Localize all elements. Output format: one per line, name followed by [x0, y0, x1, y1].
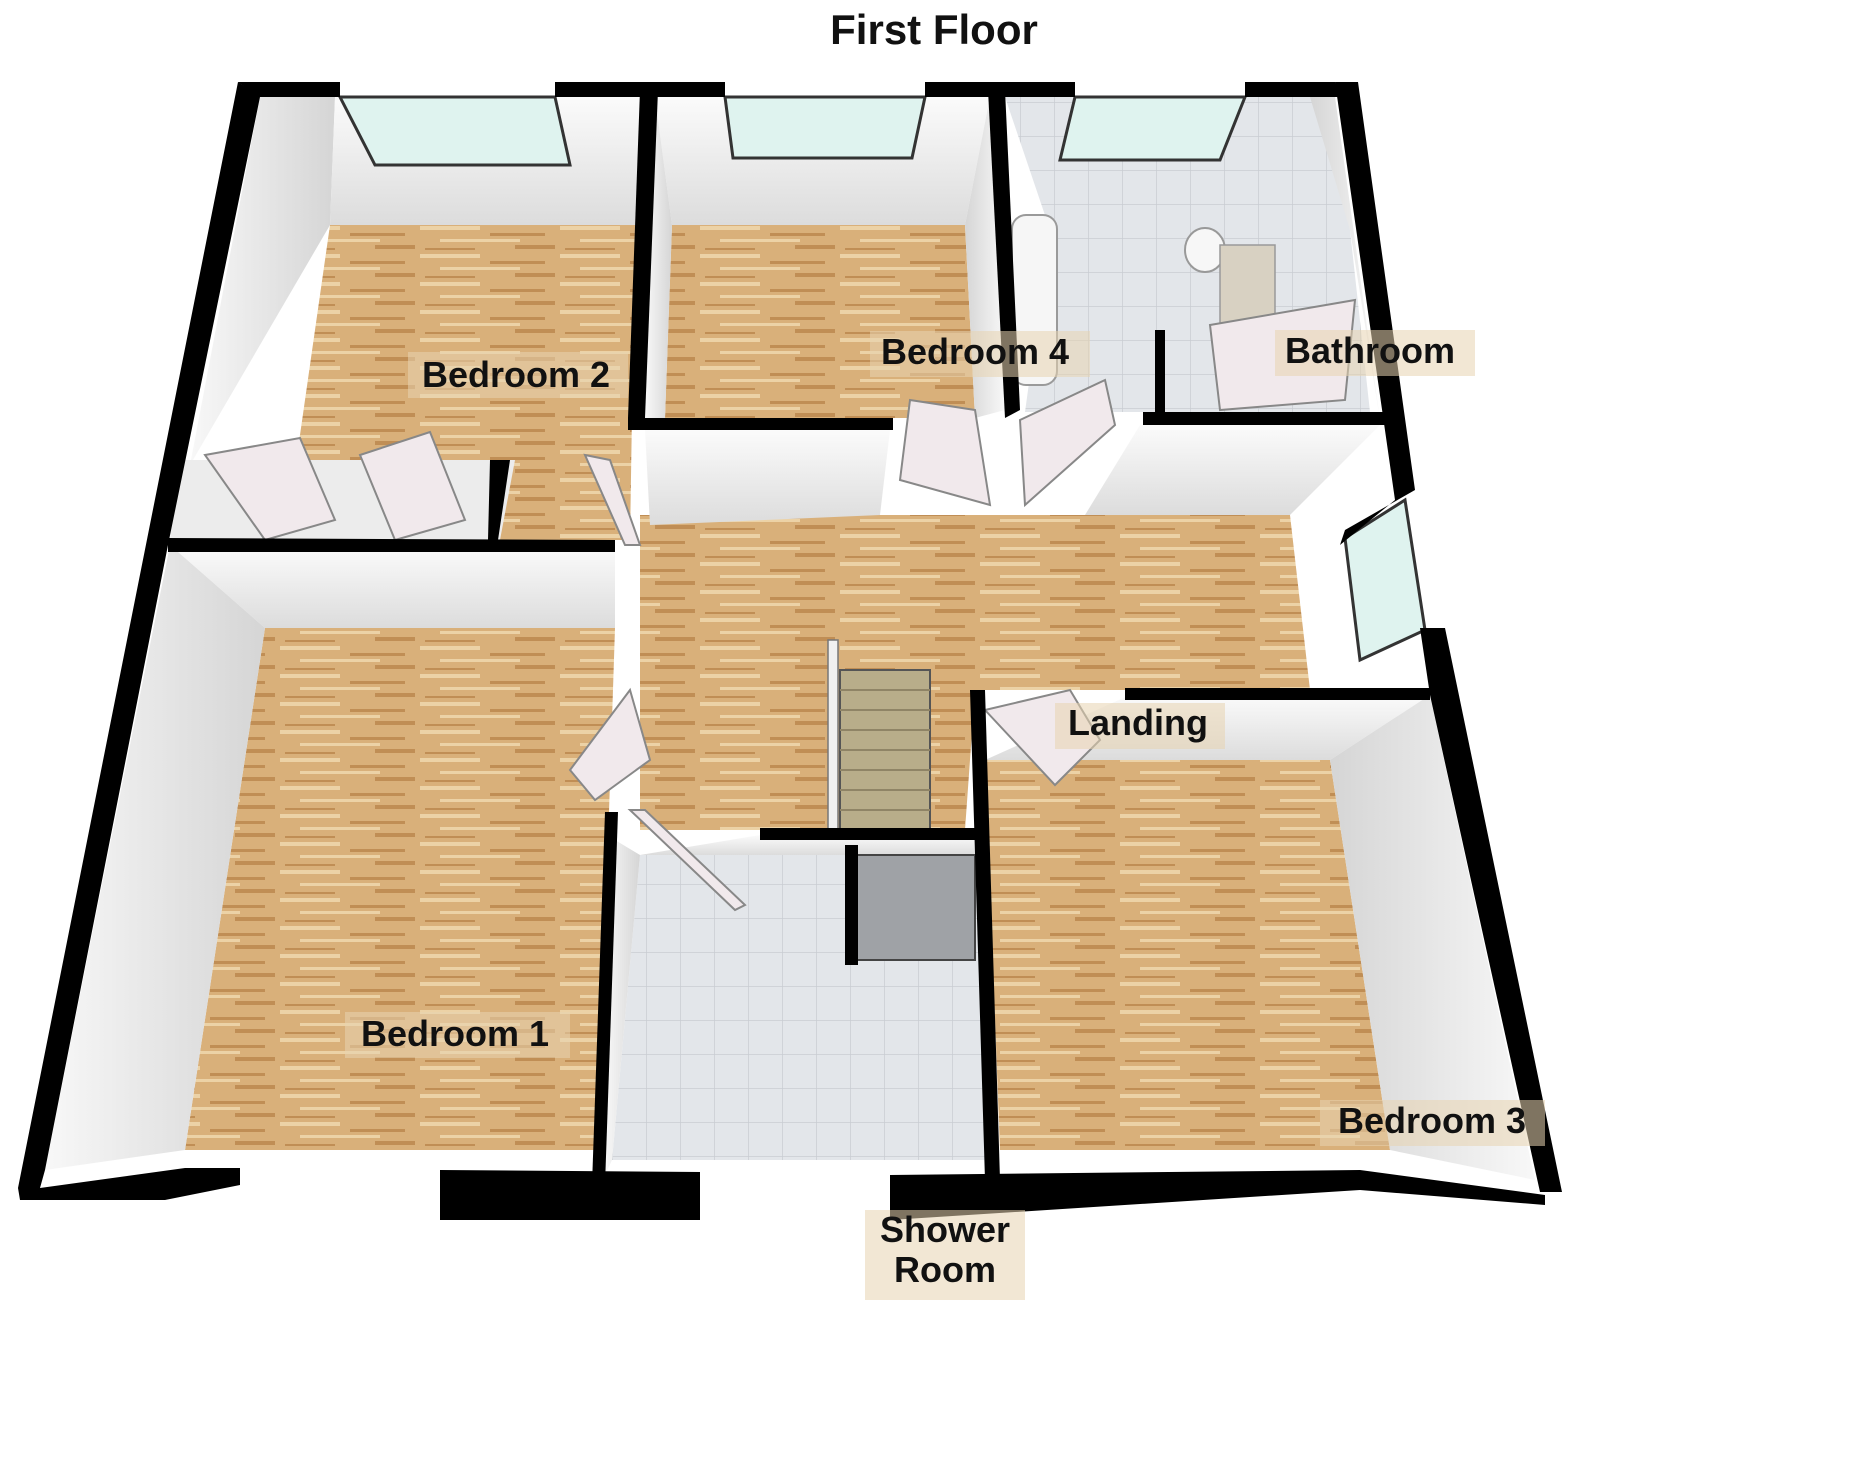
wall-bed2-bed1: [168, 538, 615, 552]
floors: [185, 225, 1390, 1160]
wall-bed3-north: [1125, 688, 1430, 700]
bedroom-4-floor: [665, 225, 975, 418]
outer-wall-south-3: [890, 1170, 1545, 1220]
outer-wall-north-4: [1245, 82, 1340, 97]
toilet: [1184, 227, 1226, 273]
outer-wall-north-1: [238, 82, 340, 97]
label-bedroom-2: Bedroom 2: [422, 354, 610, 395]
room-labels: Bedroom 2 Bedroom 4 Bathroom Landing Bed…: [345, 330, 1545, 1300]
outer-wall-north-3: [925, 82, 1075, 97]
label-bedroom-1: Bedroom 1: [361, 1013, 549, 1054]
label-bedroom-4: Bedroom 4: [881, 331, 1069, 372]
wall-cupboard: [488, 460, 510, 540]
outer-wall-south-2: [440, 1170, 700, 1220]
outer-wall-south: [18, 1168, 240, 1200]
label-shower-room-line-1: Shower: [880, 1209, 1010, 1250]
windows: [337, 95, 1427, 663]
vanity-unit: [1219, 244, 1276, 326]
wall-bed4-south: [628, 418, 893, 430]
window-bedroom-4: [723, 95, 927, 160]
wall-shower-north: [760, 828, 975, 840]
staircase: [827, 639, 931, 831]
outer-wall-east-lower: [1420, 628, 1562, 1192]
landing-floor: [640, 515, 1310, 830]
label-landing: Landing: [1068, 702, 1208, 743]
wall-bath-south: [1143, 412, 1385, 425]
window-bathroom: [1058, 95, 1248, 162]
walls: [18, 82, 1562, 1220]
label-bathroom: Bathroom: [1285, 330, 1455, 371]
wall-shower-enclosure: [845, 845, 858, 965]
label-bedroom-3: Bedroom 3: [1338, 1100, 1526, 1141]
bedroom-3-floor: [985, 760, 1390, 1150]
shower-enclosure: [849, 854, 976, 961]
page-title: First Floor: [830, 6, 1038, 53]
wall-bed2-bed4: [628, 90, 658, 418]
outer-wall-east-upper: [1335, 82, 1415, 545]
window-bedroom-2: [337, 95, 572, 167]
outer-wall-north-2: [555, 82, 725, 97]
wall-bed1-shower: [592, 812, 618, 1185]
outer-wall-west: [18, 82, 260, 1188]
label-shower-room-line-2: Room: [894, 1249, 996, 1290]
doors: [203, 298, 1357, 912]
wall-bath-partition: [1155, 330, 1165, 412]
wall-shower-bed3: [970, 690, 1000, 1180]
